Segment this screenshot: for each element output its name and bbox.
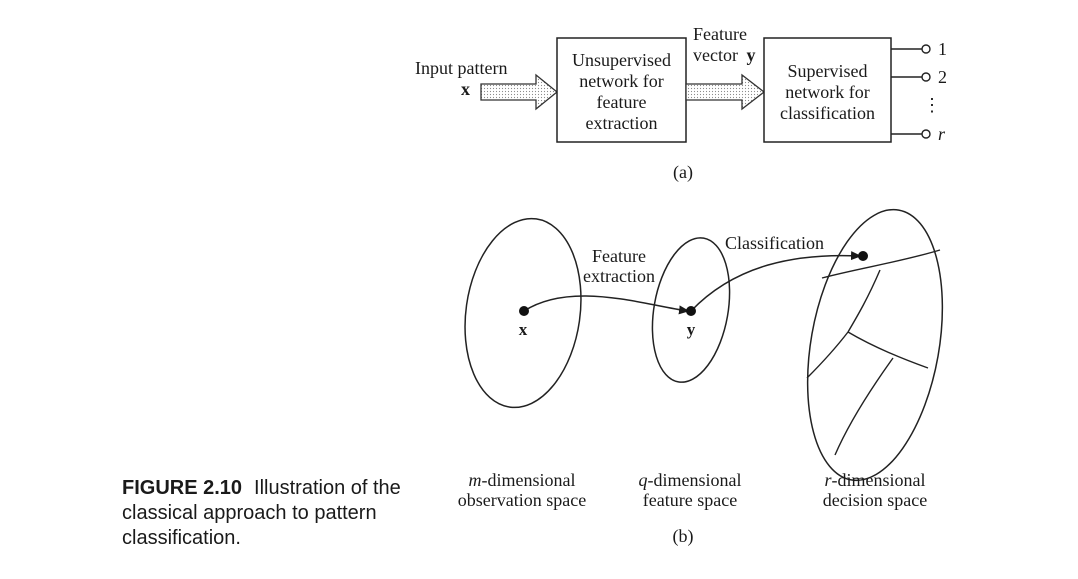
output-terminal-1 [921,44,931,54]
observation-space-title: m-dimensional [469,470,576,490]
box2-line-1: Supervised [788,61,868,81]
input-arrow [480,73,559,111]
point-x-label: x [519,320,528,339]
sublabel-b: (b) [673,526,694,547]
output-terminal-2 [921,72,931,82]
feature-extraction-mapping-curve [523,295,690,315]
boundary-left [806,331,849,379]
point-x-dot [519,306,529,316]
caption-text: Illustration of the classical approach t… [122,477,401,549]
feature-space-ellipse [651,237,731,383]
part-b-space-mapping: x y Feature extraction Classification m-… [458,208,944,547]
observation-space-dim-suffix: -dimensional [482,470,576,490]
point-y-dot [686,306,696,316]
decision-region-boundaries [806,249,941,456]
output-label-r: r [938,124,946,144]
feature-space-dim-suffix: -dimensional [648,470,742,490]
boundary-upper-diagonal [847,269,881,333]
observation-space-ellipse [464,217,582,409]
point-y-label: y [687,320,696,339]
caption-label: FIGURE 2.10 [122,477,243,499]
feature-extraction-label-line-2: extraction [583,266,655,286]
decision-space-title: r-dimensional [825,470,926,490]
feature-vector-label: vector y [693,45,755,65]
box2-line-2: network for [785,82,869,102]
input-symbol-x: x [461,79,470,99]
box1-line-2: network for [579,71,663,91]
classification-label: Classification [725,233,824,253]
feature-vector-text: vector [693,45,738,65]
decision-space-subtitle: decision space [823,490,927,510]
feature-vector-arrow [685,73,766,111]
unsupervised-network-box [556,37,687,143]
decision-space-ellipse [806,208,944,482]
observation-space-dim-symbol: m [469,470,482,490]
part-a-block-diagram: Input pattern x Unsupervised network for… [415,24,947,183]
observation-space-subtitle: observation space [458,490,586,510]
feature-space-title: q-dimensional [639,470,742,490]
feature-vector-symbol-y: y [746,45,755,65]
decision-space-dim-suffix: -dimensional [832,470,926,490]
boundary-lower [834,357,894,456]
box1-line-1: Unsupervised [572,50,671,70]
output-ellipsis: ⋮ [923,95,941,115]
classification-mapping-curve [690,251,862,312]
sublabel-a: (a) [673,162,693,183]
input-pattern-label: Input pattern [415,58,507,78]
feature-space-subtitle: feature space [643,490,737,510]
supervised-network-box [763,37,892,143]
boundary-top [821,249,941,279]
output-label-1: 1 [938,39,947,59]
feature-label: Feature [693,24,747,44]
decision-space-dim-symbol: r [825,470,833,490]
boundary-middle [847,331,929,369]
feature-space-dim-symbol: q [639,470,648,490]
output-label-2: 2 [938,67,947,87]
class-point-dot [858,251,868,261]
box1-line-3: feature [597,92,647,112]
feature-extraction-label-line-1: Feature [592,246,646,266]
box2-line-3: classification [780,103,875,123]
output-terminal-r [921,129,931,139]
output-terminals: 1 2 ⋮ r [891,39,947,144]
box1-line-4: extraction [586,113,658,133]
